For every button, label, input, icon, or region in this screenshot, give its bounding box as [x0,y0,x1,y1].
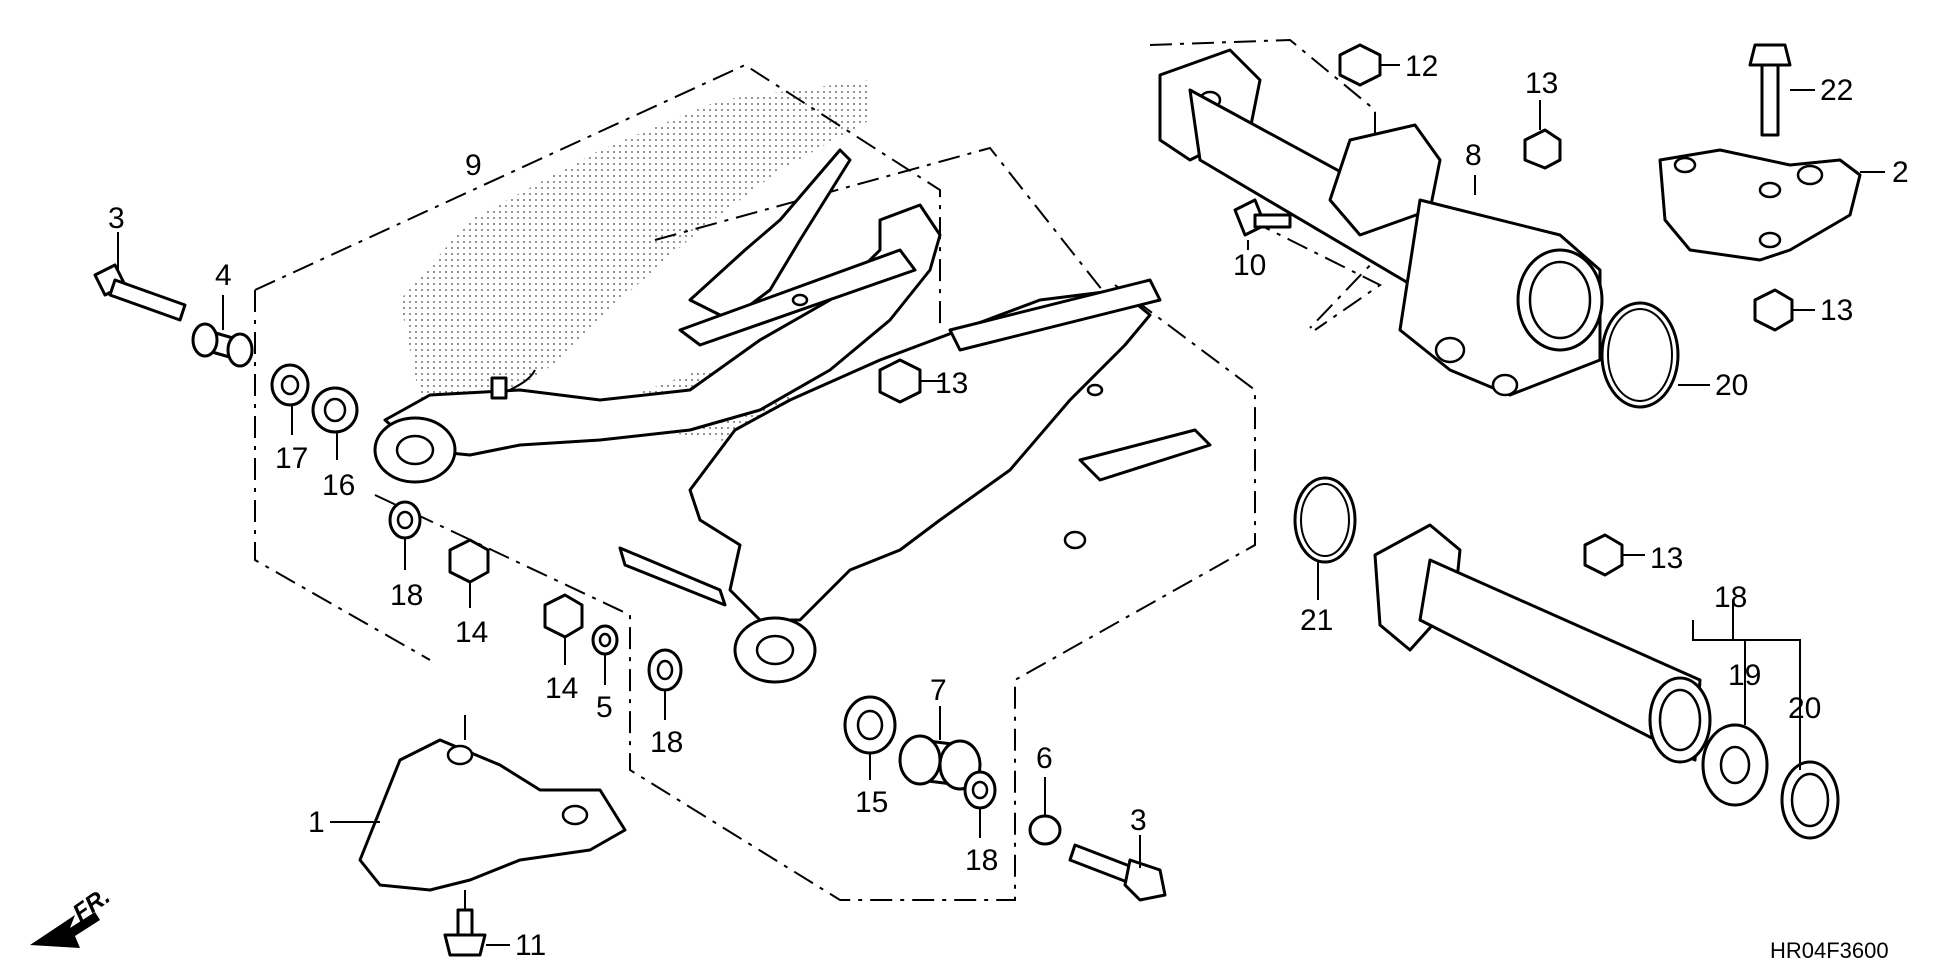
callout-2: 2 [1892,156,1909,189]
callout-4: 4 [215,259,232,292]
callout-18-a: 17 [275,442,308,475]
callout-21: 21 [1300,604,1333,637]
axle-housing [1158,48,1604,397]
callout-18-c: 18 [650,726,683,759]
bolt-3-left [93,263,187,322]
bearing-16 [1701,723,1769,807]
bolt-3-right [1068,843,1167,902]
callout-11: 10 [1233,249,1266,282]
callout-1: 1 [308,806,325,839]
bolt-12 [443,908,487,957]
callout-10: 18 [1714,581,1747,614]
callout-8: 9 [465,149,482,182]
callout-20: 20 [1715,369,1748,402]
front-arrow-icon [30,912,100,948]
needle-bearing-17 [311,386,359,434]
callout-19: 20 [1788,692,1821,725]
bearing-18-a [270,363,310,407]
axle-tube [1373,523,1712,764]
callout-7: 7 [930,674,947,707]
leader-lines [117,64,1885,946]
nut-14-b [543,593,584,639]
nut-13-a [1338,43,1382,87]
drawing-code: HR04F3600 [1770,938,1889,963]
bolt-22 [1748,43,1792,137]
callout-13-c: 13 [935,367,968,400]
callout-22: 22 [1820,74,1853,107]
guard [358,738,627,892]
bearing-18-b [388,500,422,540]
washer-5 [591,624,619,656]
bolt-11 [1233,198,1292,237]
callout-labels: 3 4 9 17 16 18 14 14 5 18 13 15 7 18 6 3… [108,50,1909,962]
swingarm [373,148,1212,684]
callout-18-b: 18 [390,579,423,612]
nut-13-e [1583,533,1624,577]
front-direction-indicator: FR. [30,883,115,948]
callout-18-d: 18 [965,844,998,877]
callout-3-right: 3 [1130,804,1147,837]
callout-9: 8 [1465,139,1482,172]
seal-19 [1780,760,1840,840]
callout-13-e: 13 [1650,542,1683,575]
collar-4 [191,322,254,368]
bearing-15 [843,695,897,755]
callout-13-b: 13 [1525,67,1558,100]
callout-17: 16 [322,469,355,502]
callout-12: 11 [515,929,546,962]
bearing-18-d [963,770,997,810]
callout-15: 15 [855,786,888,819]
callout-13-d: 13 [1820,294,1853,327]
callout-3-left: 3 [108,202,125,235]
callout-14-b: 14 [545,672,578,705]
nut-13-b [1523,128,1562,170]
nut-13-d [1753,288,1794,332]
assembly-dash-lines [254,38,1382,901]
bearing-18-c [647,648,683,692]
callout-16: 19 [1728,659,1761,692]
callout-6: 6 [1036,742,1053,775]
callout-13-a: 12 [1405,50,1438,83]
o-ring-21 [1293,476,1357,564]
o-ring-20 [1600,301,1680,409]
nut-14-a [448,538,490,584]
callout-14-a: 14 [455,616,488,649]
front-label: FR. [68,883,115,927]
nut-13-c [878,358,922,404]
callout-5: 5 [596,691,613,724]
collar-6 [1028,814,1062,846]
bracket-plate [1658,148,1862,262]
